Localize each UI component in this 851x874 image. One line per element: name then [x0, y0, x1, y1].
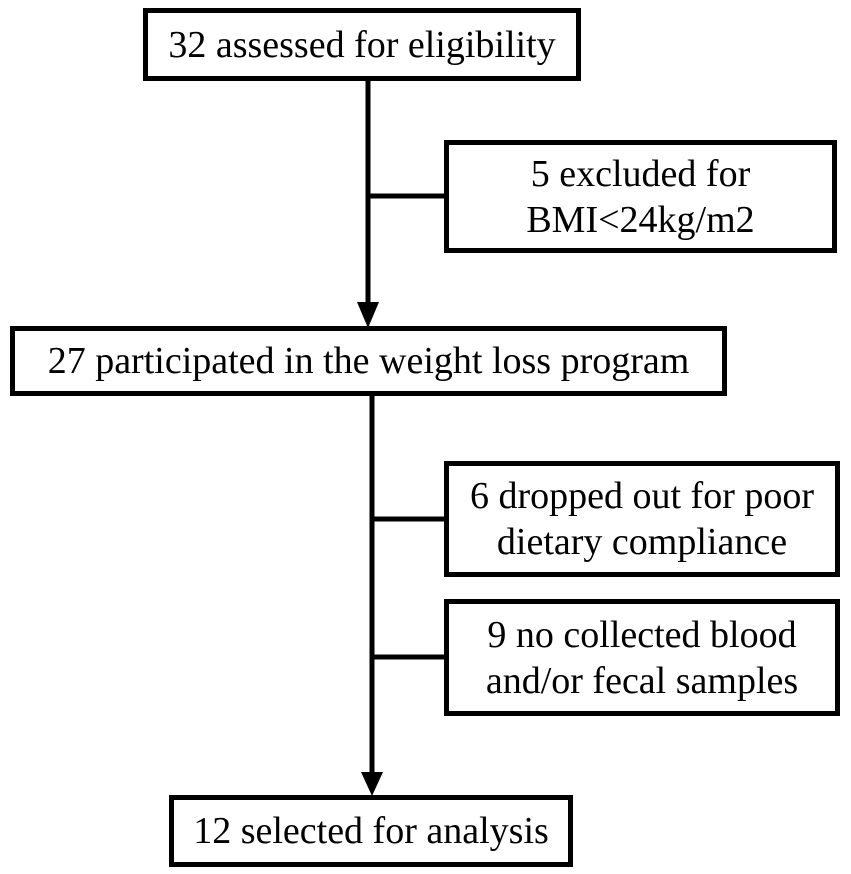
node-selected-line-1: 12 selected for analysis	[193, 810, 549, 852]
node-assessed-line-1: 32 assessed for eligibility	[168, 23, 556, 66]
node-excluded-bmi: 5 excluded for BMI<24kg/m2	[444, 140, 837, 253]
node-participated-line-1: 27 participated in the weight loss progr…	[47, 340, 690, 382]
node-participated: 27 participated in the weight loss progr…	[10, 326, 727, 396]
node-no-samples-line-2: and/or fecal samples	[485, 659, 799, 702]
node-excluded-bmi-line-2: BMI<24kg/m2	[526, 198, 755, 241]
node-no-samples: 9 no collected blood and/or fecal sample…	[444, 599, 840, 716]
node-excluded-bmi-line-1: 5 excluded for	[530, 152, 751, 195]
arrowhead-to-selected	[361, 772, 383, 796]
node-dropped-out-line-2: dietary compliance	[496, 521, 788, 563]
node-assessed: 32 assessed for eligibility	[143, 8, 581, 81]
node-dropped-out-line-1: 6 dropped out for poor	[469, 475, 815, 517]
node-selected: 12 selected for analysis	[169, 795, 573, 867]
node-dropped-out: 6 dropped out for poor dietary complianc…	[444, 461, 840, 577]
arrowhead-to-participated	[357, 302, 379, 328]
node-no-samples-line-1: 9 no collected blood	[487, 613, 797, 656]
